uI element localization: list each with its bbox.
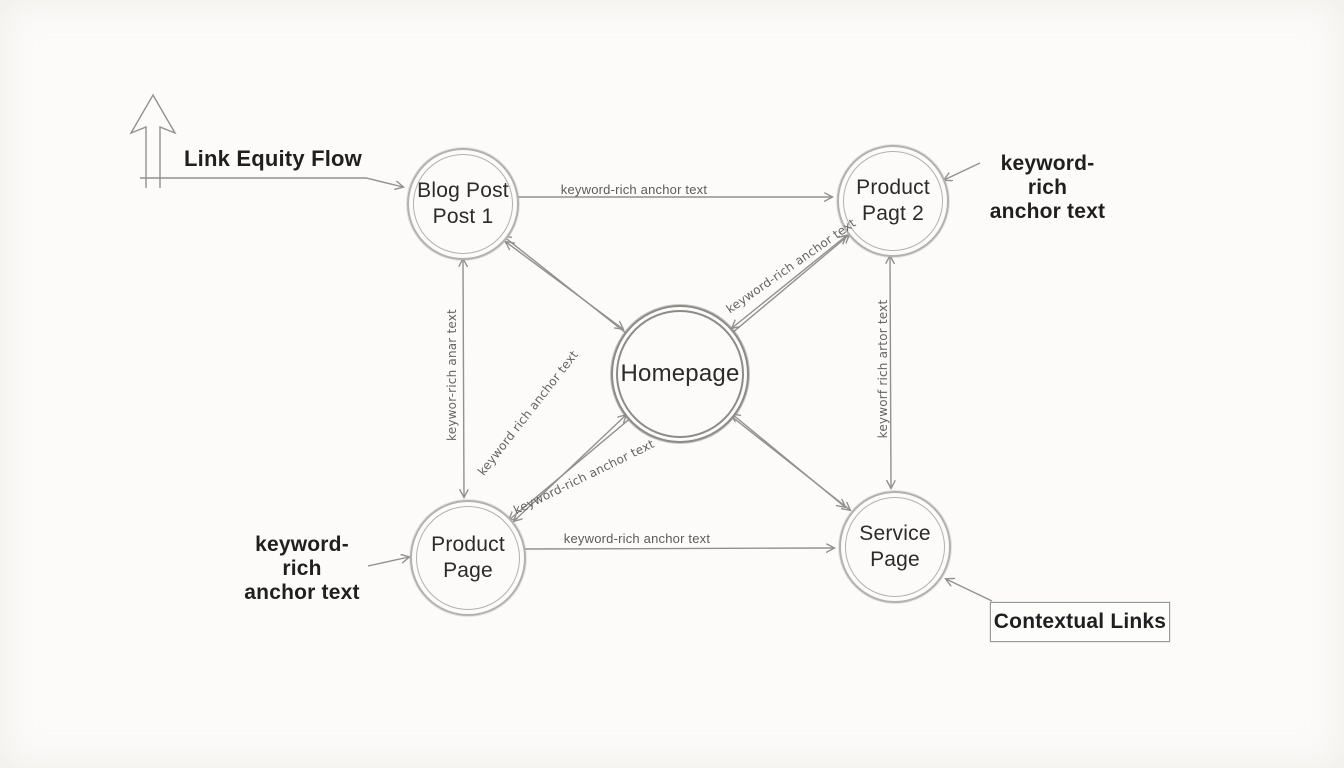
edge-product-to-service	[523, 548, 834, 549]
edge-label-right-vertical: keyworf rich artor text	[876, 299, 890, 439]
node-product-page-2-line1: Product	[856, 176, 930, 200]
edge-label-left-vertical: keywor-rich anar text	[445, 309, 459, 441]
node-product-page-inner-ring	[416, 506, 520, 610]
edge-product2-service-vertical	[890, 256, 891, 488]
node-blog-post-label: Blog Post Post 1	[417, 178, 509, 229]
contextual-links-box: Contextual Links	[990, 602, 1170, 642]
node-service-page-line1: Service	[859, 522, 931, 546]
edge-label-top: keyword-rich anchor text	[560, 182, 708, 197]
contextual-links-label: Contextual Links	[993, 610, 1167, 633]
right-anchor-note-line1: keyword-rich	[1000, 152, 1095, 200]
node-blog-post-inner-ring	[413, 154, 513, 254]
right-anchor-note-line2: anchor text	[989, 200, 1106, 224]
contextual-links-arrow	[946, 579, 993, 602]
node-service-page: Service Page	[839, 491, 951, 603]
node-product-page-2-line2: Pagt 2	[862, 202, 924, 225]
node-product-page-2-label: Product Pagt 2	[856, 175, 930, 226]
node-product-page-label: Product Page	[431, 532, 505, 583]
node-product-page-line2: Page	[443, 559, 493, 582]
node-service-page-inner-ring	[845, 497, 945, 597]
node-product-page: Product Page	[410, 500, 526, 616]
node-homepage-label: Homepage	[620, 360, 740, 388]
link-equity-flow-label: Link Equity Flow	[184, 146, 362, 171]
node-homepage: Homepage	[611, 305, 749, 443]
right-anchor-note: keyword-rich anchor text	[985, 152, 1110, 224]
edge-label-bottom: keyword-rich anchor text	[563, 531, 711, 546]
right-note-arrow	[944, 162, 981, 180]
node-product-page-line1: Product	[431, 533, 505, 557]
left-anchor-note-line1: keyword-rich	[255, 533, 349, 581]
node-service-page-line2: Page	[870, 548, 920, 571]
node-product-page-2-inner-ring	[843, 151, 943, 251]
edge-blog-homepage	[506, 242, 623, 329]
node-blog-post-line1: Blog Post	[417, 179, 509, 203]
left-note-arrow	[367, 557, 409, 567]
node-product-page-2: Product Pagt 2	[837, 145, 949, 257]
link-equity-arrow	[140, 177, 403, 187]
node-homepage-inner-ring	[616, 310, 744, 438]
node-blog-post: Blog Post Post 1	[407, 148, 519, 260]
left-anchor-note-line2: anchor text	[244, 581, 360, 605]
edge-blog-product-vertical	[463, 259, 464, 497]
edge-product2-homepage	[732, 236, 846, 328]
left-anchor-note: keyword-rich anchor text	[238, 533, 366, 605]
up-arrow-icon	[129, 93, 177, 188]
node-blog-post-line2: Post 1	[432, 205, 494, 228]
node-service-page-label: Service Page	[859, 521, 930, 572]
